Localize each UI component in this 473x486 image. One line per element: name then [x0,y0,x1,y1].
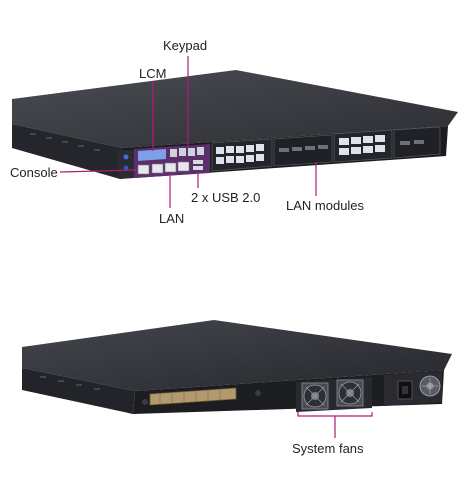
lcm-screen [138,149,166,161]
front-chassis [12,70,458,179]
front-chassis-left-side [12,124,122,179]
keypad-buttons [170,147,204,157]
label-lcm: LCM [139,66,167,81]
console-leader [59,169,139,173]
front-leader-lines [59,56,317,208]
left-rack-ear [118,150,134,178]
lan-module-2 [273,134,333,167]
label-console: Console [10,165,58,180]
label-system-fans: System fans [292,441,364,456]
fans-bracket [297,412,373,417]
label-usb: 2 x USB 2.0 [191,190,261,205]
psu-fan [419,375,441,397]
label-lan: LAN [159,211,185,226]
status-led [123,165,129,171]
module-4-sfp-slots [400,140,424,145]
module-1-ports [216,144,264,164]
module-3-ports [339,135,385,155]
front-chassis-top [12,70,458,148]
system-fan-1 [301,382,329,410]
system-fan-2 [336,379,364,407]
label-keypad: Keypad [163,38,208,53]
console-port [137,164,150,175]
expansion-slot [149,387,237,406]
module-2-sfp-slots [279,145,328,152]
rear-leader-lines [297,412,373,438]
usb-ports [193,160,203,170]
rear-chassis [22,320,452,414]
side-vents [30,133,100,151]
screw-left [142,399,148,405]
rear-chassis-left-side [22,368,135,414]
expansion-slot-pins [159,389,221,404]
power-led [123,154,129,160]
rear-side-vents [40,376,100,390]
screw-center [255,390,261,396]
label-lan-modules: LAN modules [286,198,365,213]
rear-chassis-top [22,320,452,391]
